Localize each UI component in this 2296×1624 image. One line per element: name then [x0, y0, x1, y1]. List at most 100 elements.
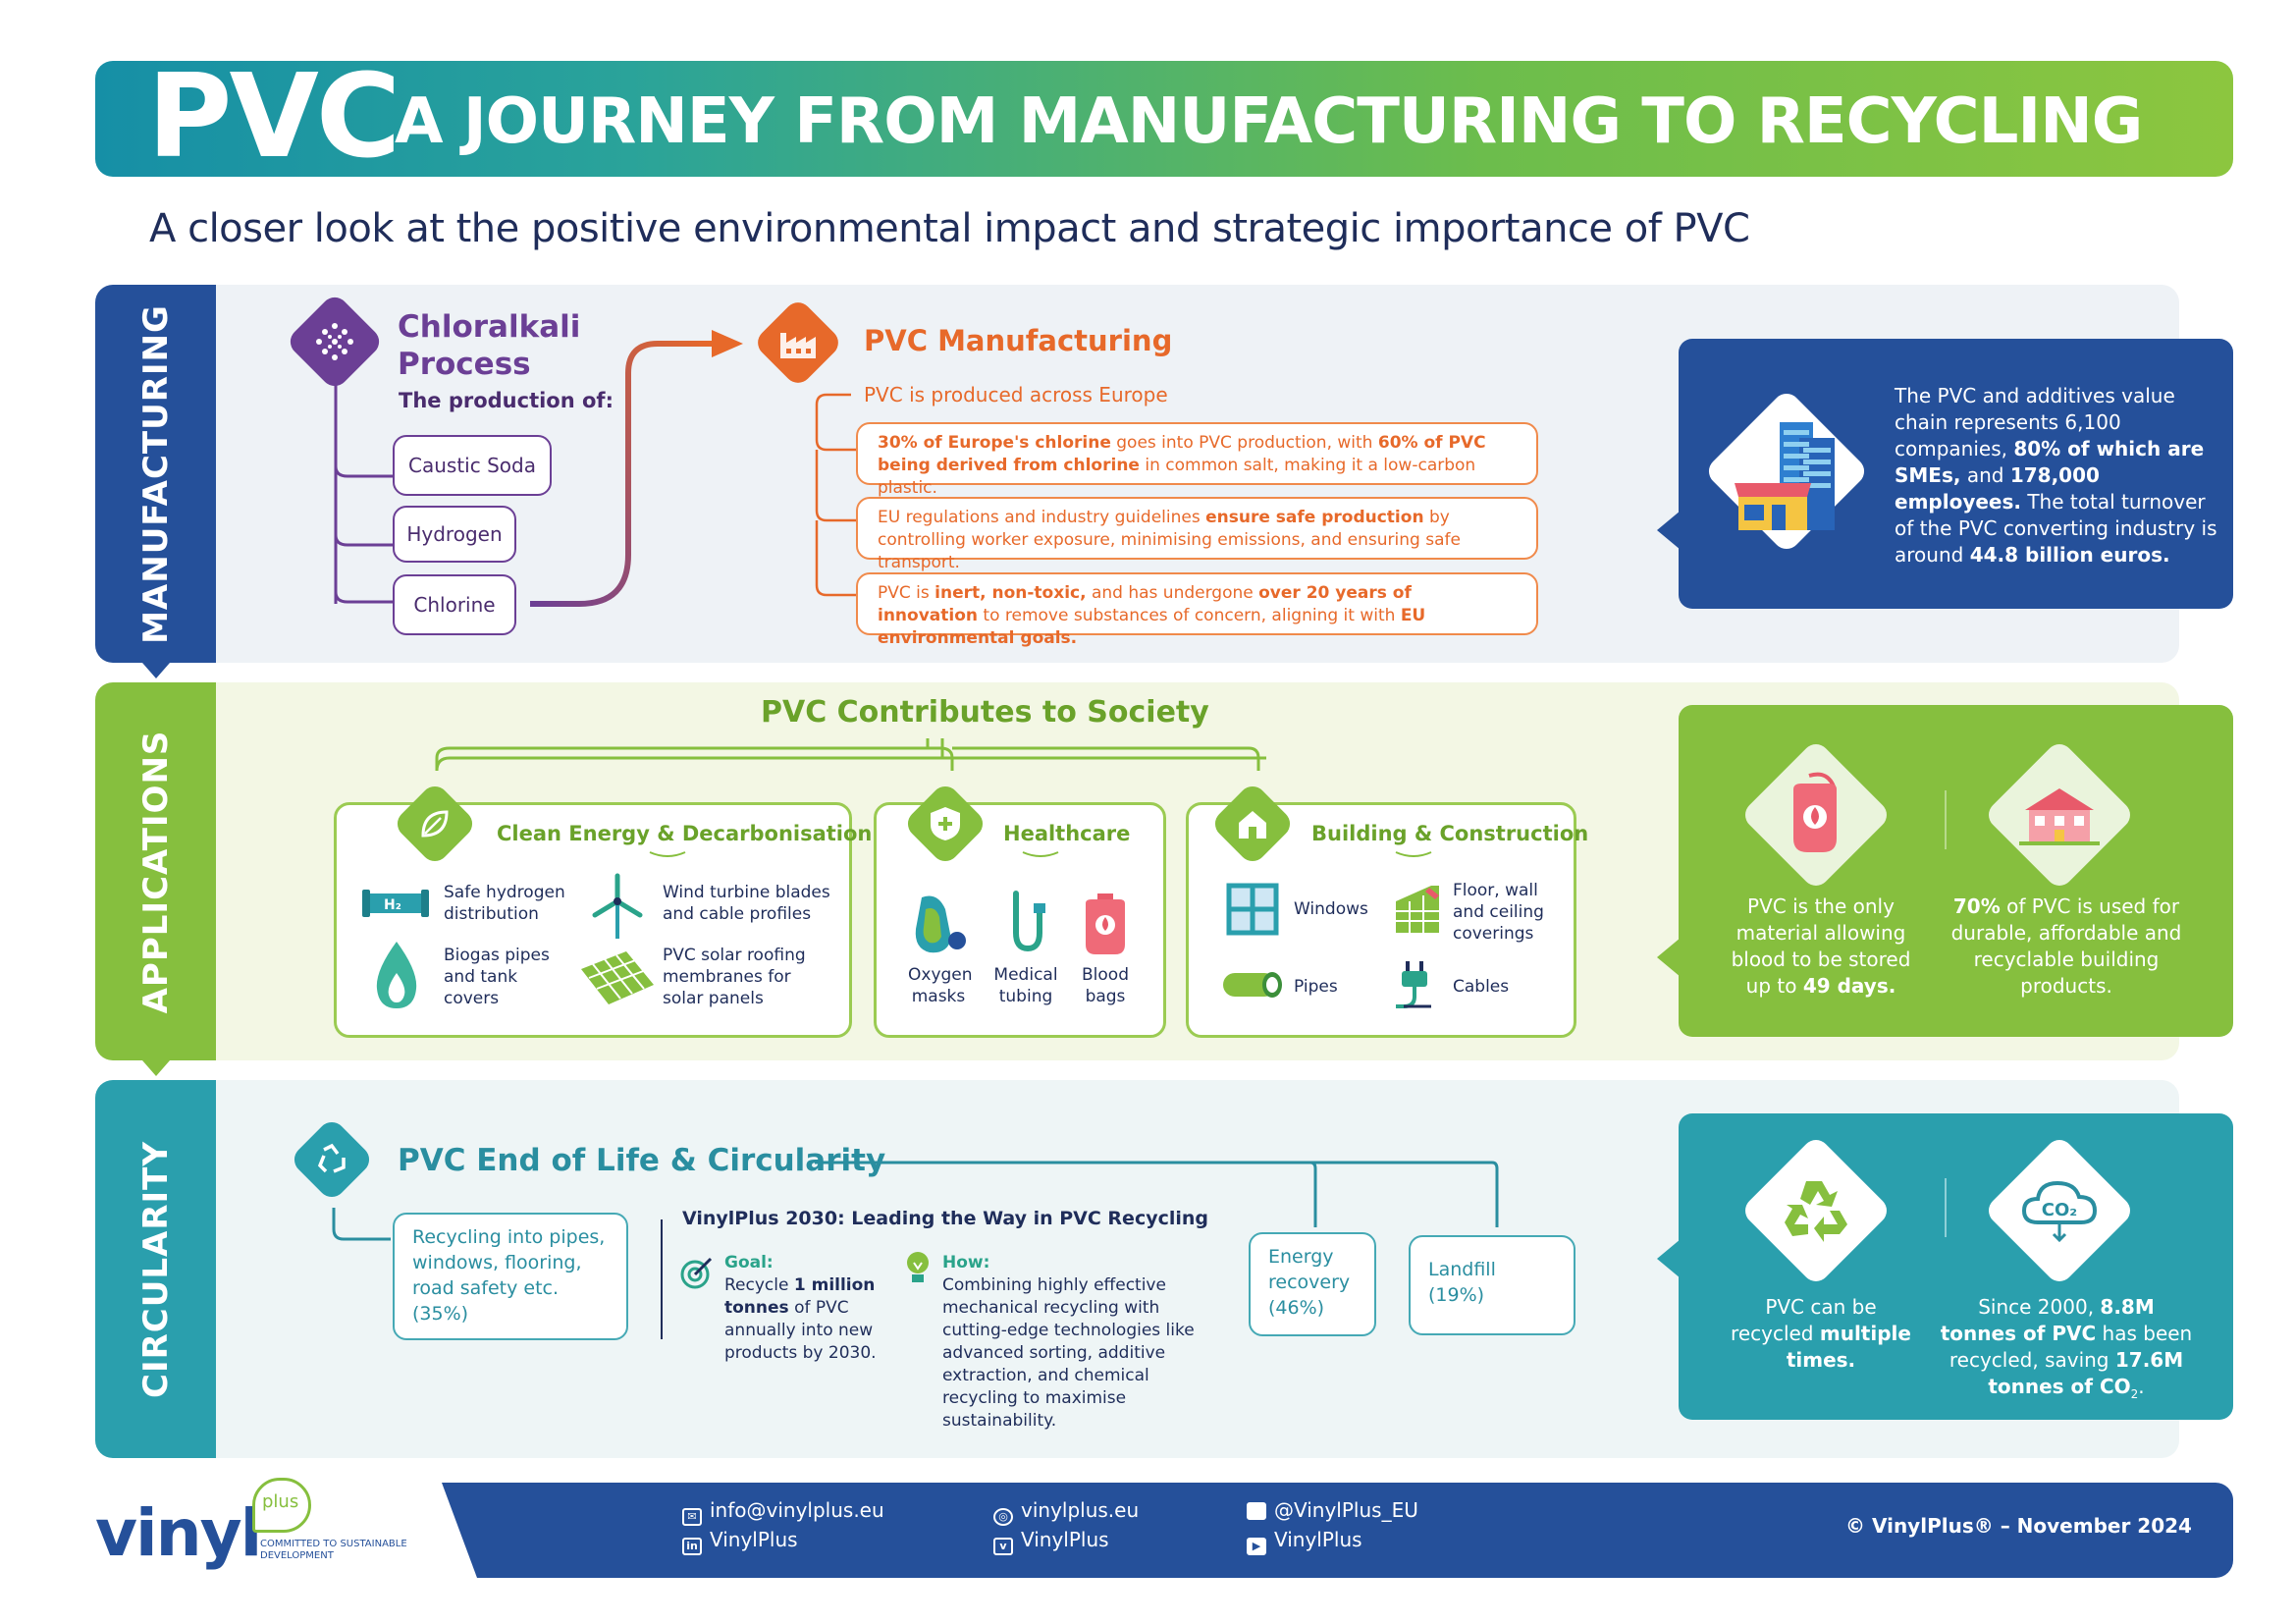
blood-bag-card-icon: [1762, 756, 1870, 874]
house-card-icon: [2005, 761, 2113, 869]
recycle-icon: [301, 1129, 362, 1190]
footer-bar: [442, 1483, 2233, 1578]
card-divider: [1945, 790, 1947, 849]
manufacturing-label: MANUFACTURING: [135, 303, 176, 644]
oxygen-mask-icon: [908, 890, 971, 962]
healthcare-title: Healthcare: [1003, 822, 1131, 845]
co2-icon-label: CO₂: [2042, 1200, 2077, 1220]
footer-copyright: © VinylPlus® – November 2024: [1845, 1514, 2192, 1538]
house-icon: [1222, 793, 1283, 854]
chlorine-to-pvc-arrow: [530, 330, 743, 607]
clean-energy-title: Clean Energy & Decarbonisation: [497, 822, 873, 845]
page-title: A JOURNEY FROM MANUFACTURING TO RECYCLIN…: [395, 85, 2143, 158]
page-subtitle: A closer look at the positive environmen…: [149, 206, 1750, 251]
recycle-card-icon: [1762, 1157, 1870, 1265]
molecule-icon: [299, 306, 370, 377]
buildings-icon: [1703, 393, 1870, 550]
how-label: How:: [942, 1253, 990, 1272]
manufacturing-bracket: [815, 393, 856, 597]
vimeo-icon: v: [993, 1538, 1013, 1555]
logo-word: vinyl: [95, 1495, 262, 1571]
app-item-biogas: Biogas pipes and tank covers: [444, 946, 550, 1008]
value-chain-text: The PVC and additives value chain repres…: [1895, 384, 2217, 567]
circularity-title: PVC End of Life & Circularity: [398, 1143, 886, 1178]
building-title: Building & Construction: [1311, 822, 1589, 845]
header-banner: [95, 61, 2233, 177]
recycled-tonnes-text: Since 2000, 8.8M tonnes of PVC has been …: [1940, 1295, 2193, 1401]
manufacturing-fact-chlorine: 30% of Europe's chlorine goes into PVC p…: [856, 422, 1538, 498]
goal-label: Goal:: [724, 1253, 774, 1272]
vinylplus-logo: vinyl plus COMMITTED TO SUSTAINABLE DEVE…: [95, 1478, 429, 1596]
chloralkali-connector: [334, 378, 397, 604]
x-icon: [1247, 1502, 1266, 1520]
applications-tab: APPLICATIONS: [95, 682, 216, 1060]
biogas-flame-icon: [371, 938, 422, 1016]
circularity-label: CIRCULARITY: [135, 1140, 176, 1398]
app-item-cables: Cables: [1453, 977, 1510, 997]
applications-info-card: [1679, 705, 2233, 1037]
chlor-item-caustic-soda: Caustic Soda: [393, 435, 552, 496]
footer-x[interactable]: @VinylPlus_EU: [1247, 1496, 1418, 1524]
manufacturing-fact-inert: PVC is inert, non-toxic, and has undergo…: [856, 572, 1538, 648]
building-title-chevron: [1395, 851, 1432, 857]
pvc-manufacturing-title: PVC Manufacturing: [864, 324, 1173, 357]
how-text: Combining highly effective mechanical re…: [942, 1275, 1195, 1431]
app-item-medical-tubing: Medical tubing: [993, 965, 1058, 1006]
chlor-item-hydrogen: Hydrogen: [393, 506, 516, 563]
recycle-multiple-text: PVC can be recycled multiple times.: [1731, 1295, 1911, 1372]
chloralkali-title: Chloralkali Process: [398, 309, 581, 382]
svg-text:H₂: H₂: [384, 897, 401, 913]
wind-turbine-icon: [589, 872, 646, 945]
healthcare-title-chevron: [1022, 851, 1059, 857]
manufacturing-fact-regulations: EU regulations and industry guidelines e…: [856, 497, 1538, 572]
landfill-box: Landfill (19%): [1409, 1235, 1575, 1335]
email-icon: ✉: [682, 1508, 702, 1526]
medical-tubing-icon: [1006, 890, 1049, 962]
lightbulb-icon: [900, 1247, 935, 1290]
logo-plus: plus: [262, 1491, 299, 1512]
app-item-hydrogen: Safe hydrogen distribution: [444, 883, 565, 924]
vinylplus-2030-title: VinylPlus 2030: Leading the Way in PVC R…: [682, 1208, 1209, 1229]
hydrogen-pipe-icon: H₂: [358, 884, 433, 927]
applications-title: PVC Contributes to Society: [761, 695, 1209, 730]
linkedin-icon: in: [682, 1538, 702, 1555]
blood-bag-icon: [1078, 890, 1133, 962]
co2-cloud-icon: CO₂: [2005, 1157, 2113, 1265]
circularity-connector: [332, 1161, 1499, 1241]
youtube-icon: ▶: [1247, 1538, 1266, 1555]
blood-storage-text: PVC is the only material allowing blood …: [1731, 894, 1911, 998]
solar-panel-icon: [577, 947, 658, 1012]
app-item-windows: Windows: [1294, 899, 1368, 919]
window-icon: [1225, 882, 1280, 941]
footer-email[interactable]: ✉info@vinylplus.eu: [682, 1496, 884, 1526]
footer-youtube[interactable]: ▶VinylPlus: [1247, 1526, 1362, 1555]
pvc-manufacturing-subtitle: PVC is produced across Europe: [864, 383, 1168, 406]
recycling-share-box: Recycling into pipes, windows, flooring,…: [393, 1213, 628, 1340]
app-item-pipes: Pipes: [1294, 977, 1338, 997]
circularity-info-card: [1679, 1113, 2233, 1420]
building-share-text: 70% of PVC is used for durable, affordab…: [1950, 894, 2182, 998]
circularity-card-pointer: [1657, 1239, 1681, 1278]
card-divider-teal: [1945, 1178, 1947, 1237]
manufacturing-tab-notch: [142, 663, 170, 678]
floor-tiles-icon: [1392, 882, 1443, 941]
factory-icon: [766, 310, 830, 375]
logo-tagline: COMMITTED TO SUSTAINABLE DEVELOPMENT: [260, 1539, 407, 1561]
app-item-floor-coverings: Floor, wall and ceiling coverings: [1453, 881, 1544, 944]
cable-plug-icon: [1392, 957, 1437, 1016]
app-item-wind-turbine: Wind turbine blades and cable profiles: [663, 883, 830, 924]
applications-tab-notch: [142, 1060, 170, 1076]
footer-website[interactable]: ◎vinylplus.eu: [993, 1496, 1139, 1526]
applications-label: APPLICATIONS: [135, 730, 176, 1013]
leaf-icon: [404, 793, 465, 854]
app-item-blood-bags: Blood bags: [1082, 965, 1129, 1006]
manufacturing-card-pointer: [1657, 511, 1681, 550]
manufacturing-tab: MANUFACTURING: [95, 285, 216, 663]
pipe-icon: [1221, 967, 1286, 1006]
applications-card-pointer: [1657, 938, 1681, 977]
goal-text: Recycle 1 million tonnes of PVC annually…: [724, 1275, 877, 1363]
app-item-oxygen-masks: Oxygen masks: [908, 965, 973, 1006]
applications-connector: [432, 738, 1266, 805]
